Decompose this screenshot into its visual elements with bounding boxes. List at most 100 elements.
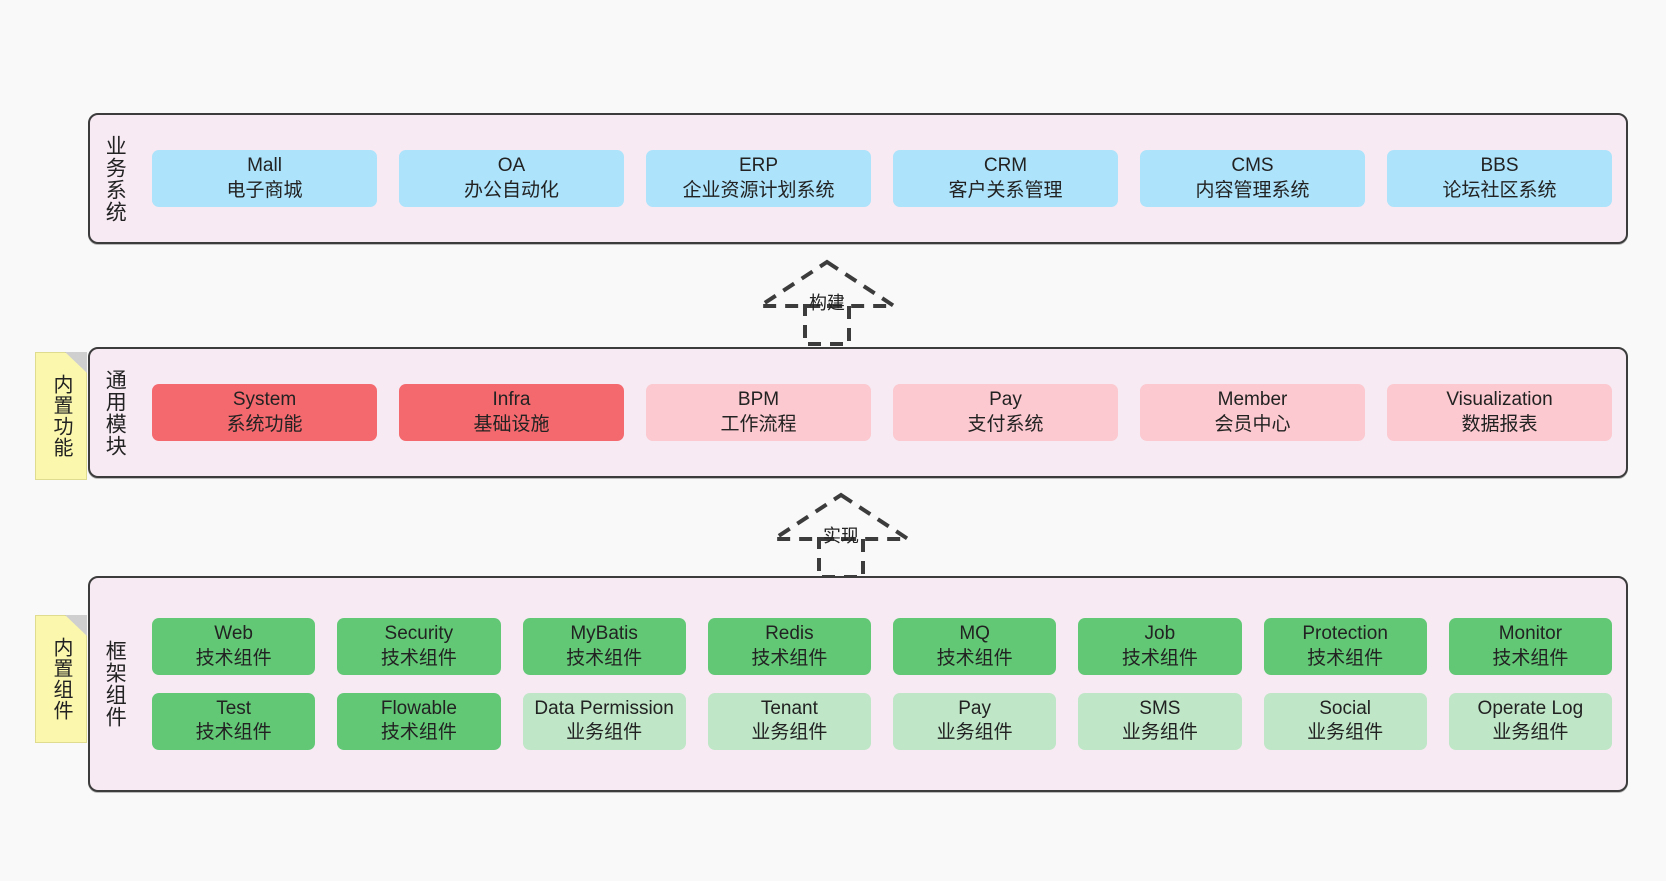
cell-subtitle: 技术组件 — [1307, 647, 1384, 669]
cell-subtitle: 系统功能 — [226, 413, 303, 435]
cell-redis[interactable]: Redis 技术组件 — [707, 618, 871, 675]
arrow-head-triangle — [767, 492, 915, 541]
cell-web[interactable]: Web 技术组件 — [152, 618, 316, 675]
cell-subtitle: 工作流程 — [720, 413, 797, 435]
cell-title: Infra — [492, 389, 531, 411]
cell-pay[interactable]: Pay 支付系统 — [893, 384, 1118, 441]
cell-subtitle: 技术组件 — [195, 647, 272, 669]
layer-label-common-module: 通用模块 — [103, 368, 127, 457]
cell-title: OA — [497, 155, 526, 177]
cell-subtitle: 技术组件 — [751, 647, 828, 669]
cell-title: Job — [1144, 623, 1176, 645]
cell-pay-business[interactable]: Pay 业务组件 — [893, 693, 1057, 750]
cell-subtitle: 业务组件 — [1492, 722, 1569, 744]
cell-title: SMS — [1139, 698, 1181, 719]
connector-label-build: 构建 — [809, 293, 845, 313]
cell-subtitle: 技术组件 — [936, 647, 1013, 669]
cell-test[interactable]: Test 技术组件 — [152, 693, 316, 750]
cell-title: Data Permission — [534, 698, 674, 719]
cell-subtitle: 业务组件 — [751, 722, 828, 744]
note-label: 内置组件 — [50, 637, 72, 721]
note-label: 内置功能 — [50, 374, 72, 458]
cell-operate-log[interactable]: Operate Log 业务组件 — [1448, 693, 1612, 750]
cell-infra[interactable]: Infra 基础设施 — [399, 384, 624, 441]
cell-subtitle: 支付系统 — [967, 413, 1044, 435]
cell-title: Pay — [989, 389, 1022, 411]
cell-visualization[interactable]: Visualization 数据报表 — [1387, 384, 1612, 441]
cell-oa[interactable]: OA 办公自动化 — [399, 150, 624, 207]
cell-job[interactable]: Job 技术组件 — [1078, 618, 1242, 675]
connector-label-implement: 实现 — [823, 526, 859, 546]
cell-row: Mall 电子商城 OA 办公自动化 ERP 企业资源计划系统 CRM 客户关系… — [152, 150, 1612, 207]
cell-title: System — [232, 389, 297, 411]
cell-subtitle: 技术组件 — [380, 722, 457, 744]
cell-subtitle: 技术组件 — [380, 647, 457, 669]
cell-subtitle: 企业资源计划系统 — [682, 179, 835, 201]
cell-bbs[interactable]: BBS 论坛社区系统 — [1387, 150, 1612, 207]
cell-member[interactable]: Member 会员中心 — [1140, 384, 1365, 441]
cell-monitor[interactable]: Monitor 技术组件 — [1448, 618, 1612, 675]
connector-implement: 实现 — [767, 492, 915, 579]
cell-title: Visualization — [1446, 389, 1553, 411]
cell-subtitle: 技术组件 — [195, 722, 272, 744]
cell-title: MQ — [959, 623, 990, 645]
cell-row: Web 技术组件 Security 技术组件 MyBatis 技术组件 Redi… — [152, 618, 1612, 675]
cell-subtitle: 会员中心 — [1214, 413, 1291, 435]
cell-mq[interactable]: MQ 技术组件 — [893, 618, 1057, 675]
cell-title: Flowable — [380, 698, 457, 719]
cell-cms[interactable]: CMS 内容管理系统 — [1140, 150, 1365, 207]
note-builtin-component: 内置组件 — [35, 615, 87, 743]
cell-flowable[interactable]: Flowable 技术组件 — [337, 693, 501, 750]
cell-subtitle: 数据报表 — [1461, 413, 1538, 435]
cell-tenant[interactable]: Tenant 业务组件 — [707, 693, 871, 750]
cell-bpm[interactable]: BPM 工作流程 — [646, 384, 871, 441]
cell-title: Protection — [1302, 623, 1388, 645]
cell-sms[interactable]: SMS 业务组件 — [1078, 693, 1242, 750]
cell-subtitle: 内容管理系统 — [1195, 179, 1310, 201]
cell-subtitle: 客户关系管理 — [948, 179, 1063, 201]
cell-title: Test — [216, 698, 252, 719]
layer-cells-framework-component: Web 技术组件 Security 技术组件 MyBatis 技术组件 Redi… — [138, 578, 1626, 790]
cell-title: CRM — [983, 155, 1028, 177]
layer-cells-business-system: Mall 电子商城 OA 办公自动化 ERP 企业资源计划系统 CRM 客户关系… — [138, 115, 1626, 242]
cell-title: Operate Log — [1477, 698, 1584, 719]
note-builtin-function: 内置功能 — [35, 352, 87, 480]
cell-title: CMS — [1231, 155, 1274, 177]
cell-mybatis[interactable]: MyBatis 技术组件 — [522, 618, 686, 675]
cell-crm[interactable]: CRM 客户关系管理 — [893, 150, 1118, 207]
cell-data-permission[interactable]: Data Permission 业务组件 — [522, 693, 686, 750]
cell-subtitle: 业务组件 — [1121, 722, 1198, 744]
layer-framework-component: 框架组件 Web 技术组件 Security 技术组件 MyBatis 技术组件… — [88, 576, 1628, 792]
cell-security[interactable]: Security 技术组件 — [337, 618, 501, 675]
cell-title: Redis — [765, 623, 814, 645]
cell-subtitle: 论坛社区系统 — [1442, 179, 1557, 201]
cell-title: Security — [384, 623, 454, 645]
cell-title: Member — [1217, 389, 1288, 411]
cell-subtitle: 业务组件 — [566, 722, 643, 744]
cell-subtitle: 业务组件 — [1307, 722, 1384, 744]
layer-cells-common-module: System 系统功能 Infra 基础设施 BPM 工作流程 Pay 支付系统… — [138, 349, 1626, 476]
cell-subtitle: 技术组件 — [1121, 647, 1198, 669]
cell-row: System 系统功能 Infra 基础设施 BPM 工作流程 Pay 支付系统… — [152, 384, 1612, 441]
arrow-shaft — [817, 537, 865, 579]
arrow-shaft — [803, 304, 851, 346]
layer-label-business-system: 业务系统 — [103, 134, 127, 223]
cell-subtitle: 办公自动化 — [463, 179, 559, 201]
cell-title: Tenant — [760, 698, 818, 719]
layer-label-framework-component: 框架组件 — [103, 640, 127, 728]
cell-subtitle: 业务组件 — [936, 722, 1013, 744]
cell-mall[interactable]: Mall 电子商城 — [152, 150, 377, 207]
cell-title: BBS — [1480, 155, 1519, 177]
cell-title: ERP — [738, 155, 779, 177]
cell-social[interactable]: Social 业务组件 — [1263, 693, 1427, 750]
cell-system[interactable]: System 系统功能 — [152, 384, 377, 441]
cell-title: Pay — [958, 698, 991, 719]
cell-subtitle: 技术组件 — [566, 647, 643, 669]
connector-build: 构建 — [753, 259, 901, 346]
cell-title: Monitor — [1498, 623, 1563, 645]
cell-erp[interactable]: ERP 企业资源计划系统 — [646, 150, 871, 207]
cell-protection[interactable]: Protection 技术组件 — [1263, 618, 1427, 675]
cell-title: Web — [214, 623, 253, 645]
layer-business-system: 业务系统 Mall 电子商城 OA 办公自动化 ERP 企业资源计划系统 CRM… — [88, 113, 1628, 244]
